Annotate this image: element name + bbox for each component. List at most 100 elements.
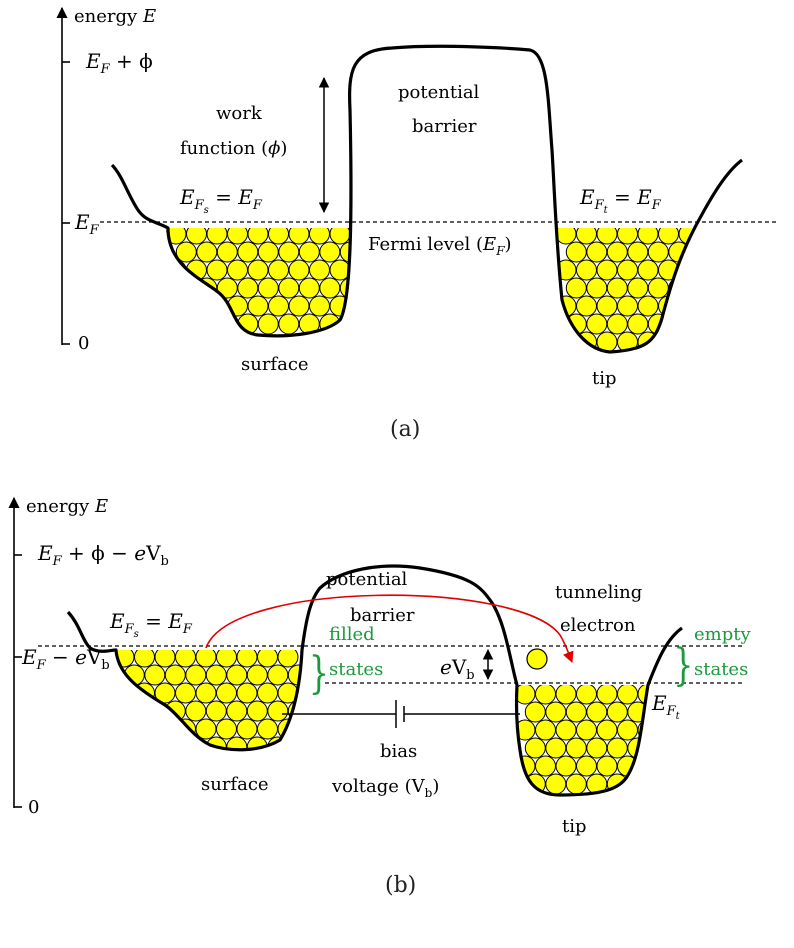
panel-b-tip-label: tip <box>562 816 587 837</box>
electron-dot <box>257 650 278 668</box>
panel-b-bias-label-1: bias <box>380 741 417 762</box>
electron-dot <box>267 664 289 686</box>
electron-dot <box>576 755 597 777</box>
electron-dot <box>206 259 228 281</box>
panel-b-surface-fermi-label: EFs = EF <box>109 609 193 640</box>
electron-dot <box>227 259 248 281</box>
panel-a-caption: (a) <box>390 417 420 442</box>
electron-dot <box>668 313 690 335</box>
electron-dot <box>164 736 186 750</box>
panel-b-axis-title: energy E <box>26 496 108 517</box>
electron-dot <box>596 755 618 777</box>
electron-dot <box>576 259 597 281</box>
electron-dot <box>278 241 300 263</box>
electron-dot <box>586 241 608 263</box>
electron-dot <box>236 682 258 704</box>
electron-dot <box>227 228 248 245</box>
electron-dot <box>288 295 310 317</box>
electron-dot <box>226 664 248 686</box>
electron-dot <box>606 773 628 795</box>
electron-dot <box>586 277 608 299</box>
panel-b-empty-brace: } <box>673 640 693 692</box>
electron-dot <box>134 650 155 668</box>
panel-a-fermi-level-label: Fermi level (EF) <box>368 234 512 258</box>
panel-b-barrier-label-1: potential <box>326 569 408 590</box>
electron-dot <box>268 295 289 317</box>
electron-dot <box>576 685 597 705</box>
electron-dot <box>267 700 289 722</box>
electron-dot <box>329 228 351 245</box>
panel-a-tip-label: tip <box>592 368 617 389</box>
electron-dot <box>309 259 330 281</box>
electron-dot <box>185 700 207 722</box>
electron-dot <box>257 277 279 299</box>
electron-dot <box>647 241 669 263</box>
electron-dot <box>144 736 166 750</box>
electron-dot <box>627 313 649 335</box>
electron-dot <box>288 228 310 245</box>
electron-dot <box>637 259 659 281</box>
electron-dot <box>545 737 567 759</box>
electron-dot <box>558 228 577 245</box>
panel-a-tip-fermi-label: EFt = EF <box>579 185 662 216</box>
electron-dot <box>319 277 341 299</box>
electron-dot <box>309 295 330 317</box>
electron-dot <box>535 755 556 777</box>
electron-dot <box>606 241 628 263</box>
electron-dot <box>185 664 207 686</box>
electron-dot <box>175 682 196 704</box>
electron-dot <box>637 295 659 317</box>
electron-dot <box>558 331 577 352</box>
electron-dot <box>309 228 330 245</box>
electron-dot <box>617 719 638 741</box>
electron-dot <box>268 259 289 281</box>
electron-dot <box>175 650 196 668</box>
panel-b-tunneling-arrow <box>205 594 574 664</box>
panel-a-axis-title: energy E <box>74 6 156 27</box>
electron-dot <box>216 718 237 740</box>
electron-dot <box>216 241 238 263</box>
electron-dot <box>175 313 197 335</box>
electron-dot <box>246 700 268 722</box>
electron-dot <box>555 755 577 777</box>
electron-dot <box>617 295 638 317</box>
electron-dot <box>278 313 300 335</box>
electron-dot <box>237 241 259 263</box>
panel-b-caption: (b) <box>385 873 416 898</box>
electron-dot <box>586 737 608 759</box>
electron-dot <box>576 719 597 741</box>
electron-dot <box>164 700 186 722</box>
electron-dot <box>596 259 618 281</box>
electron-dot <box>555 685 577 705</box>
electron-dot <box>627 241 649 263</box>
electron-dot <box>565 241 587 263</box>
panel-b-tunneling-label-1: tunneling <box>555 582 642 603</box>
electron-dot <box>257 241 279 263</box>
electron-dot <box>257 718 278 740</box>
electron-dot <box>596 228 618 245</box>
electron-dot <box>206 228 228 245</box>
panel-a: energy E 0 EF + ϕ EF work function (ϕ) p… <box>56 6 778 442</box>
panel-b-empty-label-1: empty <box>694 624 751 645</box>
panel-a-surface-label: surface <box>241 354 309 375</box>
panel-b-filled-brace: } <box>309 648 329 700</box>
electron-dot <box>678 295 692 317</box>
electron-dot <box>319 241 341 263</box>
electron-dot <box>216 682 237 704</box>
electron-dot <box>226 700 248 722</box>
electron-dot <box>277 650 299 668</box>
panel-b-axis-low-label: EF − eVb <box>21 645 110 673</box>
electron-dot <box>545 701 567 723</box>
electron-dot <box>565 773 587 795</box>
electron-dot <box>596 685 618 705</box>
electron-dot <box>123 736 145 750</box>
electron-dot <box>247 259 269 281</box>
electron-dot <box>565 277 587 299</box>
electron-dot <box>116 682 135 704</box>
electron-dot <box>565 737 587 759</box>
electron-dot <box>627 773 648 795</box>
electron-dot <box>287 736 302 750</box>
electron-dot <box>196 313 218 335</box>
